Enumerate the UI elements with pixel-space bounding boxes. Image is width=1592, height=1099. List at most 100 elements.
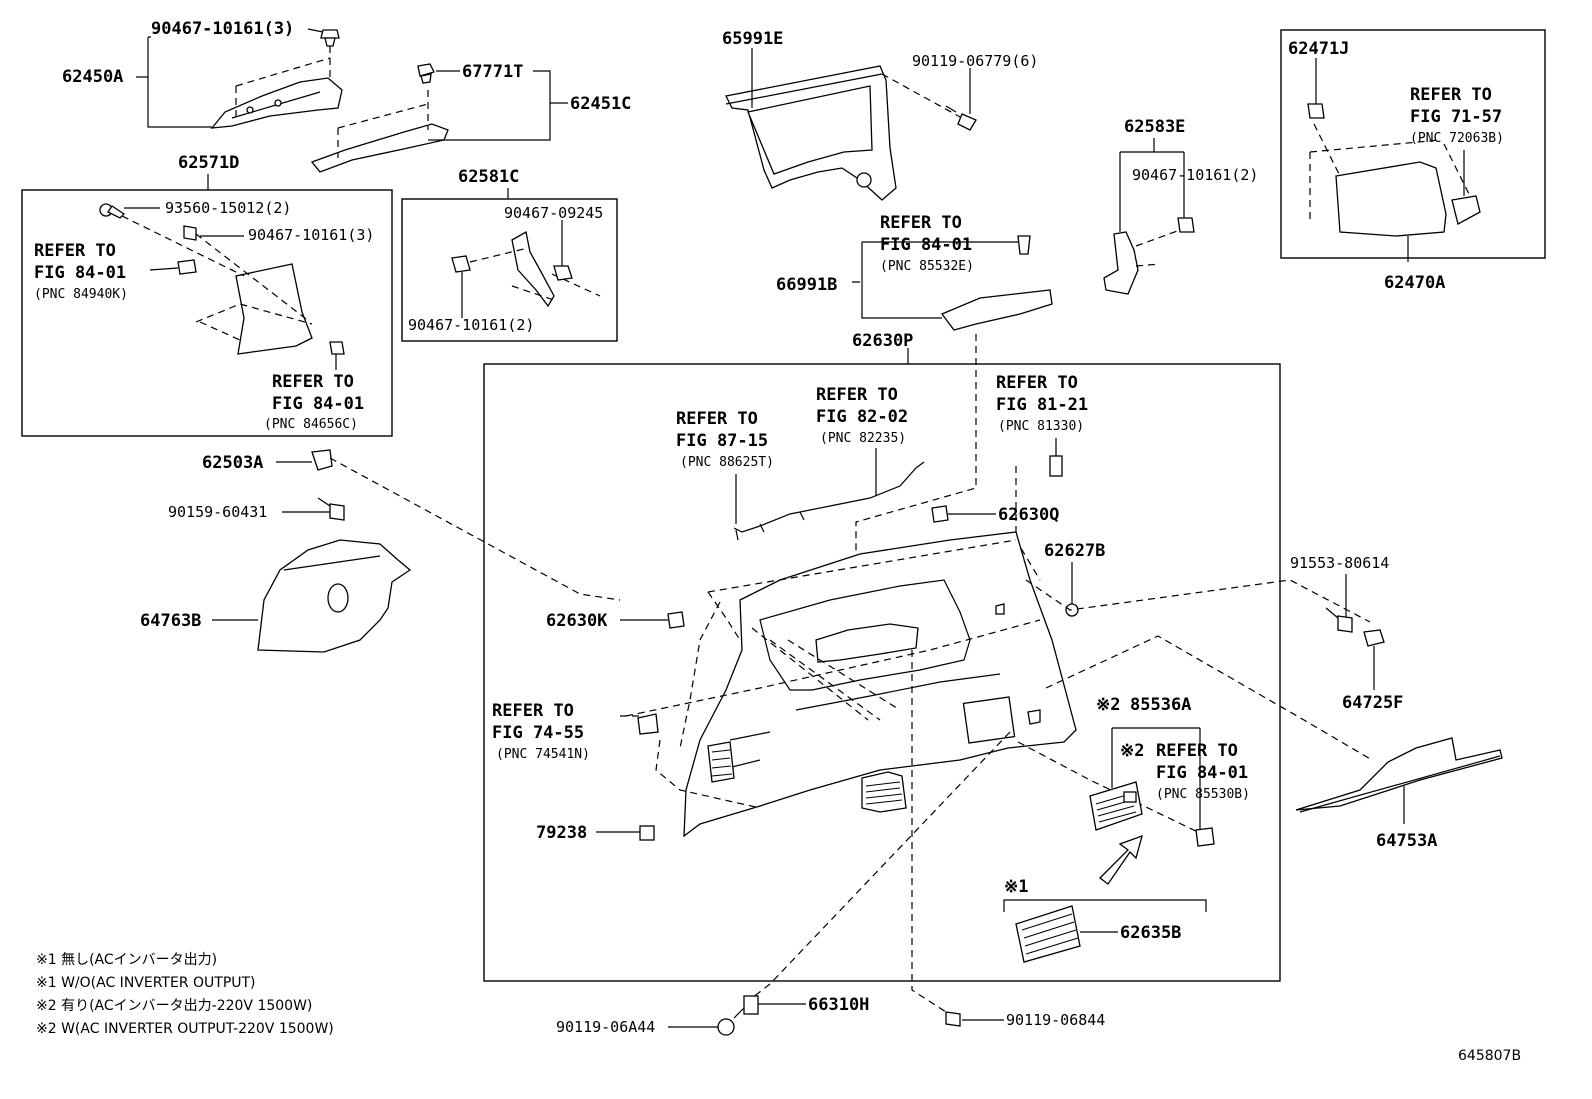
diagram-id: 645807B <box>1458 1048 1521 1064</box>
group-box-62571d <box>21 189 393 437</box>
cover-62635b-drawing <box>1015 905 1081 963</box>
label-90119-06844: 90119-06844 <box>1006 1011 1105 1029</box>
ref-84656c-line1: REFER TO <box>272 372 354 392</box>
legend-line-2: ※1 W/O(AC INVERTER OUTPUT) <box>36 975 256 991</box>
label-90467-10161-3b: 90467-10161(3) <box>248 226 374 244</box>
label-66310h: 66310H <box>808 995 869 1015</box>
ref-72063b-line2: FIG 71-57 <box>1410 107 1502 127</box>
group-box-62581c <box>401 198 618 342</box>
clip-62627b-icon <box>1065 603 1079 617</box>
screw-91553-icon <box>1325 607 1353 633</box>
ref-84940k-pnc: (PNC 84940K) <box>34 287 128 302</box>
label-64753a: 64753A <box>1376 831 1437 851</box>
bolt-90119-06779-icon <box>945 105 977 131</box>
vent-grille-icon <box>861 771 907 813</box>
ref-84940k-line1: REFER TO <box>34 241 116 261</box>
label-90467-10161-2a: 90467-10161(2) <box>408 316 534 334</box>
mark-1-62635b: ※1 <box>1004 877 1028 897</box>
label-85536a: 85536A <box>1130 695 1191 715</box>
ref-82235-pnc: (PNC 82235) <box>820 431 906 446</box>
label-66991b: 66991B <box>776 275 837 295</box>
label-62630p: 62630P <box>852 331 913 351</box>
ref-74541n-pnc: (PNC 74541N) <box>496 747 590 762</box>
part-62583e-drawing <box>1103 217 1195 295</box>
label-90119-06a44: 90119-06A44 <box>556 1018 655 1036</box>
clip-85530b-icon <box>1195 827 1215 847</box>
part-66991b-drawing <box>940 235 1053 331</box>
ref-84656c-line2: FIG 84-01 <box>272 394 364 414</box>
ref-82235-line1: REFER TO <box>816 385 898 405</box>
label-64725f: 64725F <box>1342 693 1403 713</box>
label-62630q: 62630Q <box>998 505 1059 525</box>
part-65991e-drawing <box>725 65 963 201</box>
label-62451c: 62451C <box>570 94 631 114</box>
mark-2-85536a: ※2 <box>1096 695 1120 715</box>
clip-62630q-icon <box>931 505 949 523</box>
clip-90467-10161-icon <box>451 255 471 273</box>
part-62451c-drawing <box>310 90 449 173</box>
part-62450a-drawing <box>210 57 343 129</box>
ref-85532e-line2: FIG 84-01 <box>880 235 972 255</box>
ref-82235-line2: FIG 82-02 <box>816 407 908 427</box>
clip-icon <box>320 29 340 47</box>
ref-72063b-line1: REFER TO <box>1410 85 1492 105</box>
label-62630k: 62630K <box>546 611 608 631</box>
ref-85530b-line2: FIG 84-01 <box>1156 763 1248 783</box>
bracket-62503a-icon <box>311 449 333 471</box>
part-62470a-drawing <box>1309 123 1481 237</box>
screw-93560-icon <box>99 203 126 219</box>
clip-62471j-icon <box>1307 103 1325 119</box>
screw-90159-icon <box>317 497 345 521</box>
clip-74541n-icon <box>637 713 659 735</box>
label-62571d: 62571D <box>178 153 239 173</box>
group-box-62630p <box>483 363 1281 982</box>
label-91553-80614: 91553-80614 <box>1290 554 1389 572</box>
part-62571d-drawing <box>121 215 345 355</box>
connector-81330-icon <box>1049 455 1063 477</box>
part-62630p-drawing <box>683 531 1077 838</box>
ref-74541n-line1: REFER TO <box>492 701 574 721</box>
label-62627b: 62627B <box>1044 541 1105 561</box>
legend-line-4: ※2 W(AC INVERTER OUTPUT-220V 1500W) <box>36 1021 334 1037</box>
bolt-90119-06844-icon <box>945 1011 961 1027</box>
label-65991e: 65991E <box>722 29 783 49</box>
clip-62630k-icon <box>667 611 685 629</box>
ref-85530b-pnc: (PNC 85530B) <box>1156 787 1250 802</box>
arrow-up-right-icon <box>1099 834 1143 885</box>
ref-88625t-line2: FIG 87-15 <box>676 431 768 451</box>
part-64753a-drawing <box>1295 737 1503 813</box>
label-90467-09245: 90467-09245 <box>504 204 603 222</box>
clip-67771t-icon <box>417 63 435 84</box>
wire-harness <box>733 461 925 533</box>
group-box-62470a <box>1280 29 1546 259</box>
connector-84940k-icon <box>177 259 197 275</box>
ref-72063b-pnc: (PNC 72063B) <box>1410 131 1504 146</box>
legend-line-3: ※2 有り(ACインバータ出力-220V 1500W) <box>36 998 312 1014</box>
vent-74541n-icon <box>707 741 735 783</box>
cover-85536a-drawing <box>1089 781 1143 831</box>
ref-74541n-line2: FIG 74-55 <box>492 723 584 743</box>
label-93560-15012: 93560-15012(2) <box>165 199 291 217</box>
label-90467-10161-2b: 90467-10161(2) <box>1132 166 1258 184</box>
label-90467-10161-3a: 90467-10161(3) <box>151 19 294 39</box>
ref-88625t-line1: REFER TO <box>676 409 758 429</box>
clip-90467-icon <box>183 225 197 241</box>
clip-90467-09245-icon <box>553 265 573 281</box>
label-90159-60431: 90159-60431 <box>168 503 267 521</box>
part-64763b-drawing <box>257 539 412 653</box>
label-79238: 79238 <box>536 823 587 843</box>
ref-81330-line2: FIG 81-21 <box>996 395 1088 415</box>
cap-79238-icon <box>639 825 655 841</box>
label-62471j: 62471J <box>1288 39 1349 59</box>
ref-84656c-pnc: (PNC 84656C) <box>264 417 358 432</box>
label-62470a: 62470A <box>1384 273 1445 293</box>
ref-88625t-pnc: (PNC 88625T) <box>680 455 774 470</box>
bolt-90119-06a44-icon <box>717 1007 745 1036</box>
label-64763b: 64763B <box>140 611 201 631</box>
ref-81330-pnc: (PNC 81330) <box>998 419 1084 434</box>
ref-84940k-line2: FIG 84-01 <box>34 263 126 283</box>
clip-66310h-icon <box>743 995 759 1015</box>
label-62581c: 62581C <box>458 167 519 187</box>
clip-64725f-icon <box>1363 629 1385 647</box>
ref-85530b-line1: REFER TO <box>1156 741 1238 761</box>
